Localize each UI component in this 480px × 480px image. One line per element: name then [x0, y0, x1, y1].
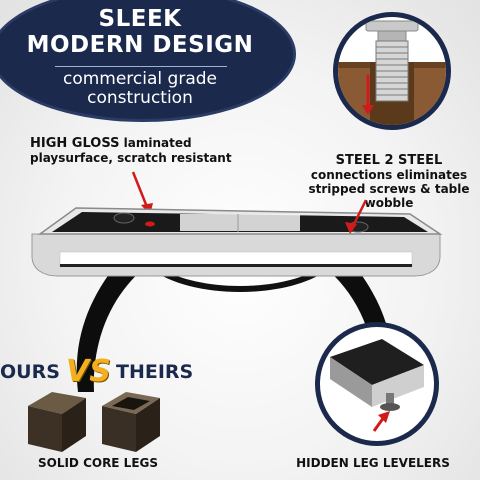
high-gloss-callout: HIGH GLOSS laminated playsurface, scratc… — [30, 136, 250, 165]
gloss-rest-1: laminated — [119, 136, 192, 150]
steel-rest-3: wobble — [364, 196, 414, 210]
gloss-strong: HIGH GLOSS — [30, 136, 120, 151]
steel-rest-2: stripped screws & table — [308, 182, 470, 196]
solid-core-legs-caption: SOLID CORE LEGS — [37, 456, 159, 470]
vs-label: VS — [66, 354, 111, 389]
hidden-leg-levelers-caption: HIDDEN LEG LEVELERS — [296, 456, 450, 470]
headline-title: SLEEK MODERN DESIGN — [0, 6, 280, 58]
ours-label: OURS — [0, 361, 60, 383]
headline-sub-line2: construction — [87, 88, 193, 108]
leg-leveler-icon — [330, 339, 424, 432]
leg-cross-sections — [28, 392, 160, 452]
theirs-label: THEIRS — [116, 361, 194, 383]
steel-rest-1: connections eliminates — [310, 168, 468, 182]
steel-callout: STEEL 2 STEEL connections eliminates str… — [300, 153, 478, 211]
steel-strong: STEEL 2 STEEL — [335, 153, 443, 168]
versus-label: OURS VS THEIRS — [0, 354, 200, 389]
headline-divider — [55, 66, 227, 67]
bolt-detail-icon — [338, 20, 446, 125]
leg-leveler-detail — [315, 322, 439, 446]
headline-subtitle: commercial grade construction — [0, 70, 280, 108]
headline-sub-line1: commercial grade — [62, 69, 217, 89]
gloss-rest-2: playsurface, scratch resistant — [30, 151, 232, 165]
steel-connection-detail — [333, 12, 451, 130]
headline-line2: MODERN DESIGN — [26, 32, 254, 58]
headline-line1: SLEEK — [98, 6, 182, 32]
headline-badge — [0, 0, 296, 122]
